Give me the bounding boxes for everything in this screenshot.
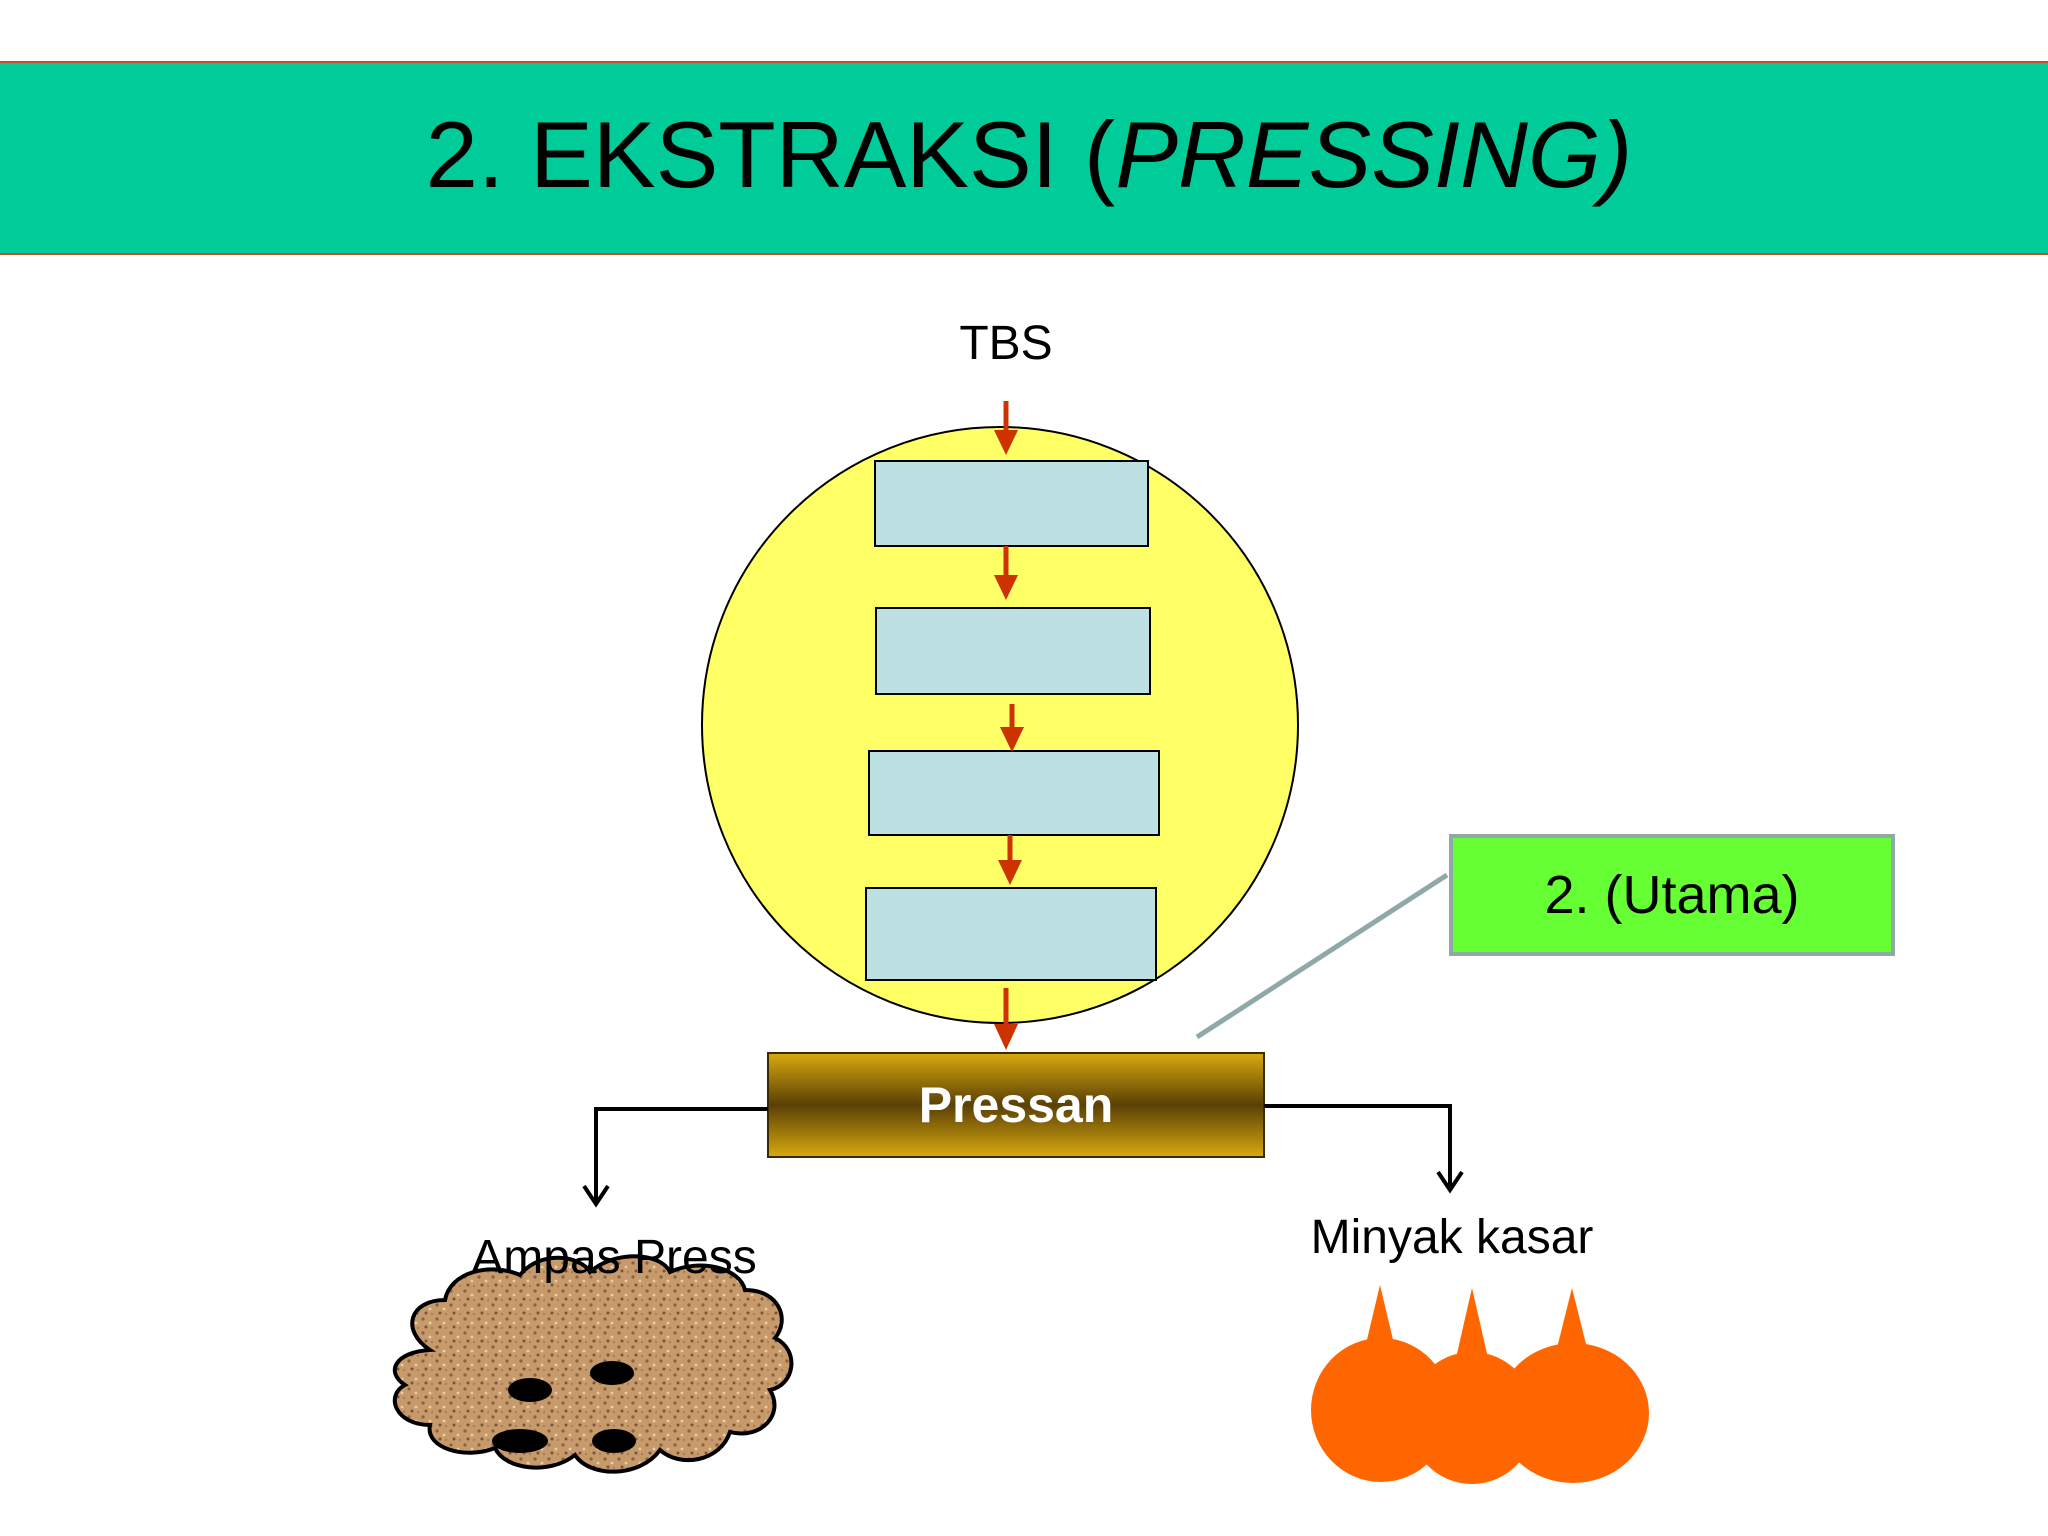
oil-drops-illustration xyxy=(1311,1285,1649,1484)
press-cake-hole xyxy=(508,1378,552,1402)
press-label: Pressan xyxy=(918,1077,1114,1133)
slide-title: 2. EKSTRAKSI (PRESSING) xyxy=(426,101,1633,209)
callout-connector xyxy=(1195,872,1449,1040)
slide-title-bar: 2. EKSTRAKSI (PRESSING) xyxy=(0,61,2048,255)
flow-arrow-head xyxy=(994,430,1018,455)
press-bar xyxy=(767,1052,1265,1158)
oil-drop xyxy=(1456,1288,1488,1358)
left-output-arrowhead xyxy=(582,1184,610,1208)
callout-box: 2. (Utama) xyxy=(1449,834,1895,956)
flow-arrow-head xyxy=(994,575,1018,600)
left-output-line xyxy=(594,1107,768,1200)
left-output-label: Ampas Press xyxy=(471,1231,757,1284)
input-label: TBS xyxy=(959,317,1053,370)
press-cake-hole xyxy=(590,1361,634,1385)
oil-drop xyxy=(1365,1285,1395,1348)
process-circle xyxy=(701,426,1299,1024)
flow-arrow-head xyxy=(998,860,1022,885)
press-cake-illustration xyxy=(392,1254,794,1474)
process-step-box xyxy=(874,460,1149,547)
callout-label: 2. (Utama) xyxy=(1544,865,1800,925)
process-step-box xyxy=(865,887,1157,981)
right-output-line xyxy=(1264,1104,1452,1186)
process-step-box xyxy=(868,750,1160,836)
right-output-arrowhead xyxy=(1436,1170,1464,1194)
process-step-box xyxy=(875,607,1151,695)
flow-arrow-head xyxy=(994,1024,1018,1050)
flow-arrow-head xyxy=(1000,727,1024,752)
slide-title-italic: PRESSING) xyxy=(1115,102,1633,207)
oil-drop xyxy=(1497,1343,1649,1483)
slide-title-prefix: 2. EKSTRAKSI ( xyxy=(425,102,1116,207)
output-connectors xyxy=(582,1104,1464,1208)
press-cake-hole xyxy=(592,1429,636,1453)
oil-drop xyxy=(1556,1288,1588,1352)
press-cake-hole xyxy=(492,1429,548,1453)
flow-arrows xyxy=(994,401,1024,1050)
right-output-label: Minyak kasar xyxy=(1310,1211,1594,1264)
